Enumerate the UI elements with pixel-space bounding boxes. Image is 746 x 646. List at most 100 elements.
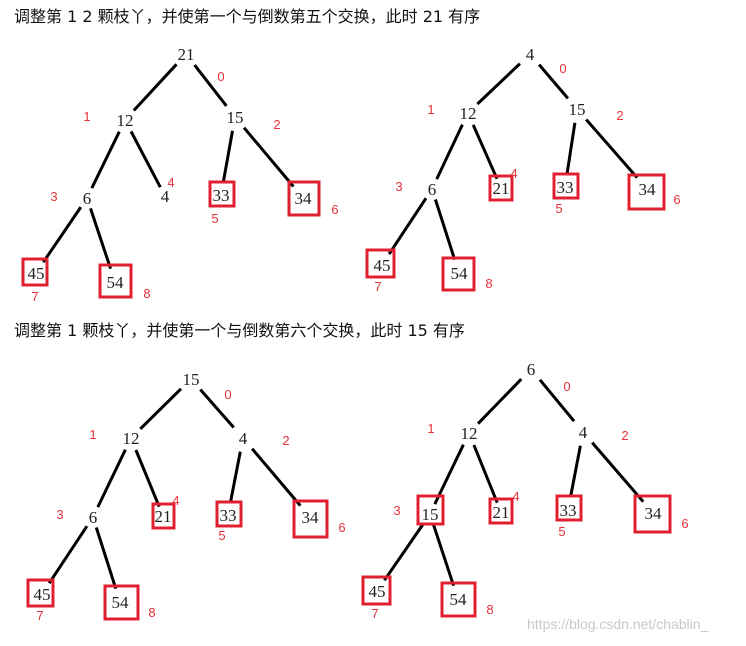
tree-edge bbox=[89, 207, 113, 270]
node-index-label: 2 bbox=[273, 117, 280, 132]
sorted-node-box bbox=[365, 248, 396, 279]
node-index-label: 6 bbox=[681, 516, 688, 531]
node-index-label: 2 bbox=[616, 108, 623, 123]
node-index-label: 5 bbox=[558, 524, 565, 539]
tree-edge bbox=[476, 378, 523, 425]
node-value: 15 bbox=[183, 370, 200, 389]
node-index-label: 1 bbox=[83, 109, 90, 124]
node-index-label: 3 bbox=[50, 189, 57, 204]
node-value: 34 bbox=[645, 504, 663, 523]
tree-edge bbox=[433, 444, 465, 505]
node-value: 4 bbox=[239, 429, 248, 448]
node-index-label: 7 bbox=[31, 289, 38, 304]
node-value: 21 bbox=[178, 45, 195, 64]
tree-edge bbox=[387, 197, 428, 255]
node-index-label: 3 bbox=[393, 503, 400, 518]
node-index-label: 0 bbox=[224, 387, 231, 402]
node-index-label: 1 bbox=[89, 427, 96, 442]
sorted-node-box bbox=[26, 578, 55, 608]
tree-edge bbox=[129, 130, 162, 188]
node-index-label: 8 bbox=[485, 276, 492, 291]
sorted-node-box bbox=[440, 581, 477, 618]
node-value: 4 bbox=[579, 423, 588, 442]
sorted-node-box bbox=[552, 172, 580, 200]
tree-edge bbox=[569, 445, 582, 498]
sorted-node-box bbox=[416, 494, 445, 526]
tree-edge bbox=[585, 118, 639, 179]
tree-edge bbox=[472, 444, 499, 504]
tree-edge bbox=[90, 131, 121, 189]
tree-edge bbox=[229, 451, 242, 503]
tree-edge bbox=[565, 122, 577, 175]
node-index-label: 1 bbox=[427, 102, 434, 117]
node-value: 21 bbox=[493, 179, 510, 198]
node-value: 21 bbox=[155, 507, 172, 526]
node-value: 15 bbox=[569, 100, 586, 119]
tree-edge bbox=[242, 126, 295, 188]
node-index-label: 5 bbox=[211, 211, 218, 226]
node-index-label: 6 bbox=[331, 202, 338, 217]
tree-edge bbox=[471, 124, 499, 180]
node-value: 33 bbox=[213, 186, 230, 205]
node-value: 45 bbox=[28, 264, 45, 283]
node-value: 6 bbox=[527, 360, 536, 379]
tree-edge bbox=[199, 388, 235, 429]
node-value: 12 bbox=[117, 111, 134, 130]
tree-edge bbox=[433, 199, 457, 261]
tree-edge bbox=[42, 206, 83, 264]
tree-edge bbox=[476, 62, 521, 106]
sorted-node-box bbox=[555, 494, 583, 522]
sorted-node-box bbox=[441, 256, 476, 292]
sorted-node-box bbox=[208, 180, 236, 208]
node-index-label: 8 bbox=[486, 602, 493, 617]
node-index-label: 6 bbox=[338, 520, 345, 535]
node-index-label: 3 bbox=[395, 179, 402, 194]
node-index-label: 8 bbox=[143, 286, 150, 301]
sorted-node-box bbox=[292, 499, 329, 539]
node-value: 54 bbox=[112, 593, 130, 612]
node-value: 54 bbox=[451, 264, 469, 283]
node-value: 33 bbox=[560, 501, 577, 520]
node-index-label: 4 bbox=[167, 175, 174, 190]
sorted-node-box bbox=[151, 502, 176, 530]
tree-edge bbox=[132, 63, 178, 112]
node-value: 34 bbox=[295, 189, 313, 208]
sorted-node-box bbox=[287, 180, 321, 217]
node-index-label: 8 bbox=[148, 605, 155, 620]
tree-edge bbox=[134, 449, 161, 508]
tree-edge bbox=[139, 387, 183, 430]
node-index-label: 2 bbox=[621, 428, 628, 443]
sorted-node-box bbox=[488, 497, 514, 525]
node-value: 54 bbox=[450, 590, 468, 609]
watermark: https://blog.csdn.net/chablin_ bbox=[527, 616, 709, 632]
node-value: 21 bbox=[493, 503, 510, 522]
node-index-label: 0 bbox=[559, 61, 566, 76]
sorted-node-box bbox=[488, 174, 514, 202]
node-index-label: 0 bbox=[217, 69, 224, 84]
node-index-label: 4 bbox=[510, 166, 517, 181]
node-value: 4 bbox=[161, 187, 170, 206]
node-index-label: 4 bbox=[172, 493, 179, 508]
node-value: 45 bbox=[34, 585, 51, 604]
sorted-node-box bbox=[627, 173, 666, 211]
sorted-node-box bbox=[103, 584, 140, 621]
node-index-label: 4 bbox=[512, 489, 519, 504]
node-index-label: 3 bbox=[56, 507, 63, 522]
node-index-label: 6 bbox=[673, 192, 680, 207]
tree-edge bbox=[193, 64, 228, 107]
tree-edge bbox=[538, 378, 576, 423]
node-value: 33 bbox=[220, 506, 237, 525]
caption-step-1: 调整第 1 2 颗枝丫，并使第一个与倒数第五个交换，此时 21 有序 bbox=[14, 7, 481, 26]
node-index-label: 5 bbox=[218, 528, 225, 543]
node-value: 34 bbox=[639, 180, 657, 199]
tree-edge bbox=[96, 449, 127, 508]
tree-edge bbox=[94, 527, 118, 590]
node-value: 6 bbox=[428, 180, 437, 199]
tree-edge bbox=[435, 124, 464, 180]
sorted-node-box bbox=[98, 263, 133, 299]
sorted-node-box bbox=[21, 257, 49, 287]
node-value: 54 bbox=[107, 273, 125, 292]
sorted-node-box bbox=[215, 500, 243, 528]
